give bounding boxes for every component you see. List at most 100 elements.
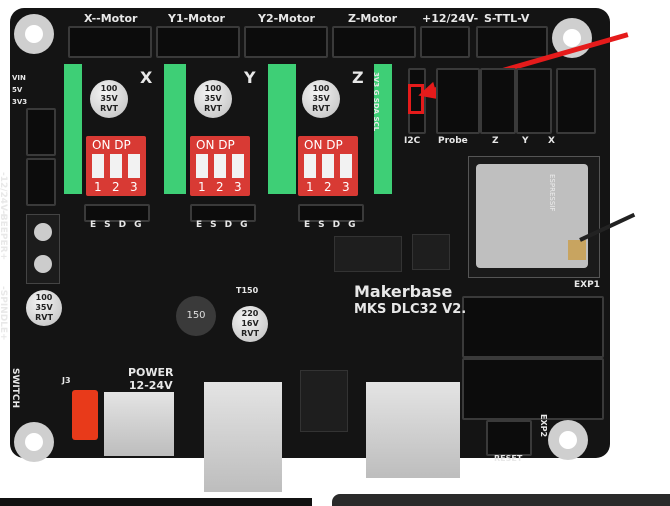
led-vin-label: VIN [12, 74, 26, 82]
dip-label: ON DP [196, 138, 235, 152]
exp1-label: EXP1 [574, 280, 600, 290]
cap-type: RVT [35, 313, 53, 322]
cap-value: 100 [100, 84, 118, 93]
brand-label: Makerbase [354, 282, 453, 301]
label-g: G [348, 220, 364, 230]
exp1-header [462, 296, 604, 358]
dip-label: ON DP [92, 138, 131, 152]
cap-type: RVT [312, 104, 330, 113]
s-ttl-label: S-TTL-V [484, 12, 530, 25]
z-motor-connector [332, 26, 416, 58]
dip-pos-3: 3 [342, 180, 350, 194]
power-side-connector [26, 108, 56, 156]
dip-switch-x[interactable]: ON DP 1 2 3 [86, 136, 146, 196]
cap-value: 100 [312, 84, 330, 93]
power-connector [420, 26, 470, 58]
probe-connector [436, 68, 480, 134]
y2-motor-label: Y2-Motor [258, 12, 315, 25]
esdg-header [298, 204, 364, 222]
dip-pos-2: 2 [216, 180, 224, 194]
model-label: MKS DLC32 V2. [354, 302, 467, 317]
dip-toggle-1[interactable] [92, 154, 104, 178]
x-limit-label: X [548, 136, 555, 146]
dip-pos-1: 1 [94, 180, 102, 194]
mounting-hole [548, 420, 588, 460]
y1-motor-label: Y1-Motor [168, 12, 225, 25]
beeper-connector [26, 158, 56, 206]
esdg-labels: ESDG [196, 220, 256, 230]
x-limit-connector [556, 68, 596, 134]
dip-toggle-2[interactable] [214, 154, 226, 178]
spindle-terminal-block [26, 214, 60, 284]
dip-switch-z[interactable]: ON DP 1 2 3 [298, 136, 358, 196]
dip-pos-2: 2 [112, 180, 120, 194]
reset-label: RESET [494, 454, 523, 463]
dip-pos-3: 3 [130, 180, 138, 194]
led-5v-label: 5V [12, 86, 23, 94]
power-voltage: 12-24V [128, 379, 173, 392]
switch-label: SWITCH [10, 368, 20, 409]
cap-value: 220 [241, 309, 259, 318]
dip-toggle-3[interactable] [128, 154, 140, 178]
label-e: E [196, 220, 211, 230]
label-g: G [134, 220, 150, 230]
ic-chip [300, 370, 348, 432]
driver-x-label: X [140, 68, 153, 87]
driver-header-left [168, 64, 186, 194]
driver-header-left [64, 64, 82, 194]
dip-switch-y[interactable]: ON DP 1 2 3 [190, 136, 250, 196]
cap-voltage: 35V [100, 94, 118, 103]
shift-register-chip [334, 236, 402, 272]
power-title: POWER [128, 366, 174, 379]
driver-header-right [374, 64, 392, 194]
dip-toggle-3[interactable] [232, 154, 244, 178]
cap-value: 100 [35, 293, 53, 302]
power-in-label: +12/24V- [422, 12, 479, 25]
cap-type: RVT [241, 329, 259, 338]
label-s: S [318, 220, 333, 230]
dip-pos-2: 2 [324, 180, 332, 194]
bottom-image-edge [332, 494, 670, 506]
i2c-pin-labels: 3V3 G SDA SCL [372, 72, 380, 131]
dip-toggle-1[interactable] [304, 154, 316, 178]
label-g: G [240, 220, 256, 230]
led-3v3-label: 3V3 [12, 98, 28, 106]
label-e: E [90, 220, 105, 230]
cap-voltage: 16V [241, 319, 259, 328]
mounting-hole [14, 422, 54, 462]
dip-toggle-2[interactable] [110, 154, 122, 178]
fuse-label: T150 [236, 286, 259, 295]
mounting-hole [14, 14, 54, 54]
z-limit-label: Z [492, 136, 499, 146]
z-limit-connector [480, 68, 516, 134]
esdg-header [190, 204, 256, 222]
fuse [72, 390, 98, 440]
driver-z-label: Z [352, 68, 364, 87]
cap-type: RVT [204, 104, 222, 113]
y1-motor-connector [156, 26, 240, 58]
power-jack[interactable] [104, 392, 174, 456]
dip-toggle-3[interactable] [340, 154, 352, 178]
dip-toggle-2[interactable] [322, 154, 334, 178]
label-s: S [210, 220, 225, 230]
screw-terminal [34, 223, 52, 241]
sd-card-slot[interactable] [366, 382, 460, 478]
status-led-labels: VIN 5V 3V3 [12, 72, 27, 108]
label-d: D [118, 220, 135, 230]
label-d: D [332, 220, 349, 230]
i2c-sda-label: SDA [372, 97, 380, 115]
i2c-3v3-label: 3V3 [372, 72, 380, 88]
highlight-box [408, 84, 424, 114]
dip-toggle-1[interactable] [196, 154, 208, 178]
y-limit-connector [516, 68, 552, 134]
esdg-labels: ESDG [304, 220, 364, 230]
esdg-header [84, 204, 150, 222]
switch-ref: J3 [62, 376, 71, 385]
i2c-g-label: G [372, 89, 380, 96]
antenna-connector [568, 240, 586, 260]
usb-b-port[interactable] [204, 382, 282, 492]
